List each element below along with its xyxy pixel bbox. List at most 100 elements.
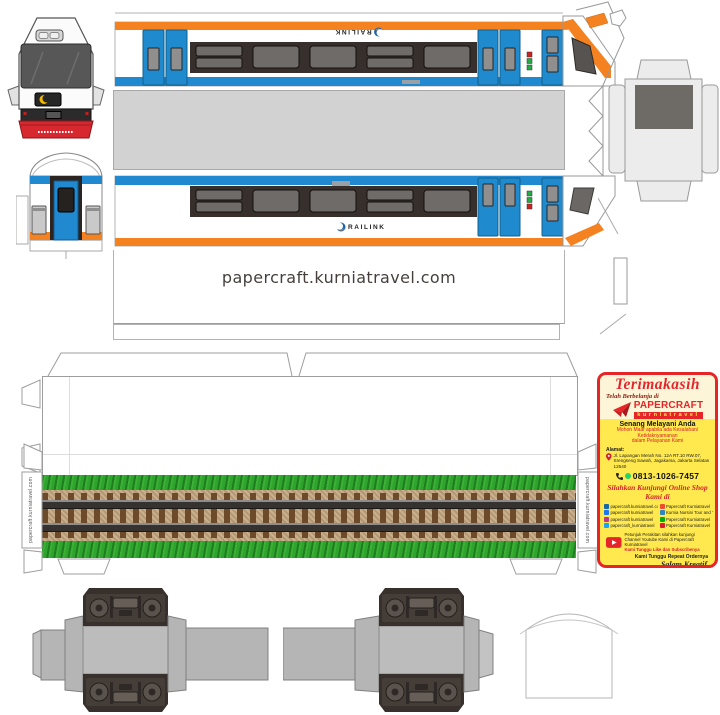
railink-wordmark: RAILINK (334, 28, 372, 36)
dome-piece (519, 613, 619, 699)
address-line1: Jl. Lapangan Merah No. 12A RT.10 RW.07, (613, 452, 702, 458)
box-wall (42, 376, 578, 476)
signature: Salam Kreatif (660, 560, 707, 568)
front-skirt (18, 120, 94, 139)
side-strip-top-piece (114, 12, 616, 87)
orange-stripe (115, 238, 563, 246)
closing-line: Kami Tunggu Repeat Ordernya (634, 554, 708, 560)
blue-stripe (115, 176, 563, 185)
roof-end-piece (608, 59, 719, 202)
social-item: Papercraft Kurniatravel (659, 523, 714, 529)
grass-top (42, 475, 576, 490)
railink-logo-bottom: RAILINK (336, 221, 386, 233)
dome-fold (29, 152, 103, 179)
social-item: Papercraft Kurniatravel (659, 503, 714, 509)
cab-window (569, 187, 595, 215)
roof-strip-piece (113, 90, 565, 170)
instagram-icon (604, 516, 609, 522)
address-block: Jl. Lapangan Merah No. 12A RT.10 RW.07, … (606, 453, 715, 469)
ballast (42, 490, 576, 541)
globe-icon (604, 503, 609, 509)
phone-block: 0813-1026-7457 (600, 471, 715, 481)
train-front-piece (7, 17, 105, 139)
bukalapak-icon (659, 523, 665, 529)
card-header: Terimakasih Telah Berbelanja di PAPERCRA… (600, 375, 715, 419)
cab-side (562, 15, 616, 87)
twitter-icon (604, 523, 609, 529)
paper-plane-icon (612, 402, 631, 417)
youtube-line1: Petunjuk Perakitan silahkan kunjungi (624, 532, 695, 537)
whatsapp-icon (624, 473, 631, 479)
side-strip-bottom-piece (114, 175, 616, 252)
rear-door-window (57, 187, 75, 213)
bogie-frame-bottom (378, 673, 465, 713)
address-label: Alamat: (606, 446, 625, 453)
youtube-play-icon (606, 536, 622, 548)
papercraft-logo: PAPERCRAFT kurniatravel (603, 401, 712, 419)
rear-lamp-left (31, 205, 47, 235)
door-right-pair (477, 177, 521, 237)
tokopedia-icon (659, 516, 665, 522)
box-side-tab-left (21, 443, 43, 574)
signal-light-green (526, 58, 533, 64)
card-tagline: Senang Melayani Anda (619, 421, 696, 428)
location-pin-icon (606, 453, 612, 461)
youtube-line2: Channel Youtube Kami di Papercraft Kurni… (624, 537, 694, 547)
rear-face-piece (16, 152, 103, 259)
card-subtitle: Telah Berbelanja di (606, 393, 659, 400)
vertical-url-right: papercraft.kurniatravel.com (584, 477, 590, 543)
card-title: Terimakasih (614, 376, 701, 393)
bogie-frame-top (82, 587, 169, 627)
phone-icon (615, 472, 623, 480)
nose-cut-lines (598, 197, 628, 335)
social-list: papercraft.kurniatravel.com Papercraft K… (604, 503, 713, 529)
apology-line2: dalam Pelayanan Kami (631, 438, 684, 445)
center-sill (185, 627, 269, 681)
rail-bottom (42, 523, 576, 532)
door-single (541, 177, 564, 237)
roof-end-hatch (635, 85, 693, 129)
door-right-pair (477, 29, 521, 86)
signal-light-red (526, 51, 533, 58)
box-top-flaps (47, 352, 578, 377)
rail-top (42, 500, 576, 509)
railink-moon-icon (374, 27, 384, 37)
glue-tab (613, 257, 628, 305)
blue-stripe (115, 77, 563, 86)
orange-stripe (115, 22, 563, 30)
facebook-icon (604, 510, 609, 516)
bogie-frame-bottom (82, 673, 169, 713)
address-line2: Srengseng Sawah, Jagakarsa, Jakarta Sela… (613, 458, 710, 469)
floor-piece: papercraft.kurniatravel.com (113, 250, 565, 324)
center-sill (283, 627, 356, 681)
bogie-frame-top (378, 587, 465, 627)
door-single (541, 29, 564, 86)
visit-line: Silahkan Kunjungi Online Shop Kami di (607, 483, 708, 501)
social-item: Papercraft Kurniatravel (659, 516, 714, 522)
door-left-pair (142, 29, 188, 86)
cab-window (571, 37, 597, 75)
vertical-url-left: papercraft.kurniatravel.com (28, 477, 34, 543)
track-strip (42, 475, 576, 558)
social-item: papercraft kurniatravel (604, 510, 658, 516)
shopee-icon (659, 503, 665, 509)
windshield (20, 43, 92, 89)
social-item: papercraft.kurniatravel.com (604, 503, 658, 509)
nose-tip-piece (575, 1, 627, 93)
social-item: papercraft kurniatravel (604, 516, 658, 522)
grass-bottom (42, 541, 576, 558)
right-mirror (92, 85, 105, 106)
social-item: Kurnia Nursini Tour and Travel (659, 510, 713, 516)
youtube-line3: Kami Tunggu Like dan Subscribenya (624, 547, 700, 552)
railink-wordmark: RAILINK (348, 223, 386, 231)
bogie-piece-1 (32, 587, 269, 713)
vent (332, 181, 350, 186)
thanks-card: Terimakasih Telah Berbelanja di PAPERCRA… (597, 372, 718, 568)
brand-papercraft: PAPERCRAFT (633, 400, 704, 411)
cab-side (562, 175, 616, 247)
glue-tab (609, 9, 627, 27)
railink-logo-top: RAILINK (334, 26, 384, 38)
site-url-text: papercraft.kurniatravel.com (221, 268, 457, 287)
phone-number: 0813-1026-7457 (632, 471, 700, 481)
